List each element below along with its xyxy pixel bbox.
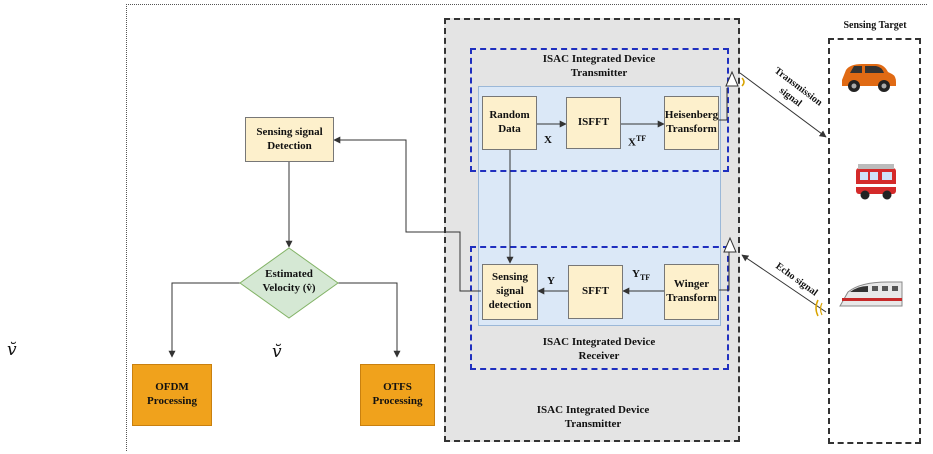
arrow-echo [741, 254, 827, 313]
xtf-label: XTF [628, 134, 647, 149]
transmitter-dashed-box [470, 48, 729, 172]
echo-wave-icon [815, 299, 819, 317]
estimated-velocity-label: Estimated Velocity (v̂) [262, 268, 316, 294]
receiver-dashed-box [470, 246, 729, 370]
rx-sensing-detection-block: Sensing signal detection [482, 264, 538, 320]
isfft-block: ISFFT [566, 97, 621, 149]
stray-variable-middle: v̆ [272, 342, 282, 362]
velocity-diamond [239, 247, 339, 319]
line-antenna-winger [719, 252, 730, 291]
car-icon [842, 64, 896, 92]
receiver-title: ISAC Integrated Device Receiver [542, 336, 656, 362]
random-data-block: Random Data [482, 96, 537, 150]
antenna-icon [725, 70, 745, 87]
outer-device-title: ISAC Integrated Device Transmitter [536, 404, 650, 430]
arrow-velocity-to-otfs [338, 282, 401, 358]
sensing-target-panel [828, 38, 921, 444]
otfs-processing-block: OTFS Processing [360, 364, 435, 426]
arrow-transmission [739, 72, 827, 138]
transmitter-title: ISAC Integrated Device Transmitter [542, 53, 656, 79]
stray-variable-left: v̆ [7, 340, 17, 360]
x-label: X [544, 134, 552, 146]
ofdm-processing-block: OFDM Processing [132, 364, 212, 426]
line-heisenberg-antenna [719, 88, 728, 121]
y-label: Y [547, 275, 555, 287]
train-icon [839, 281, 903, 307]
fire-truck-icon [856, 164, 896, 200]
sensing-target-title: Sensing Target [843, 20, 907, 31]
arrow-velocity-to-ofdm [168, 282, 241, 358]
antenna-icon [723, 236, 737, 253]
winger-transform-block: Winger Transform [664, 264, 719, 320]
sfft-block: SFFT [568, 265, 623, 319]
ytf-label: YTF [632, 268, 651, 283]
sensing-detection-block: Sensing signal Detection [245, 117, 334, 162]
dotted-frame [126, 4, 927, 451]
heisenberg-transform-block: Heisenberg Transform [664, 96, 719, 150]
arrow-rx-to-detection [333, 136, 481, 292]
